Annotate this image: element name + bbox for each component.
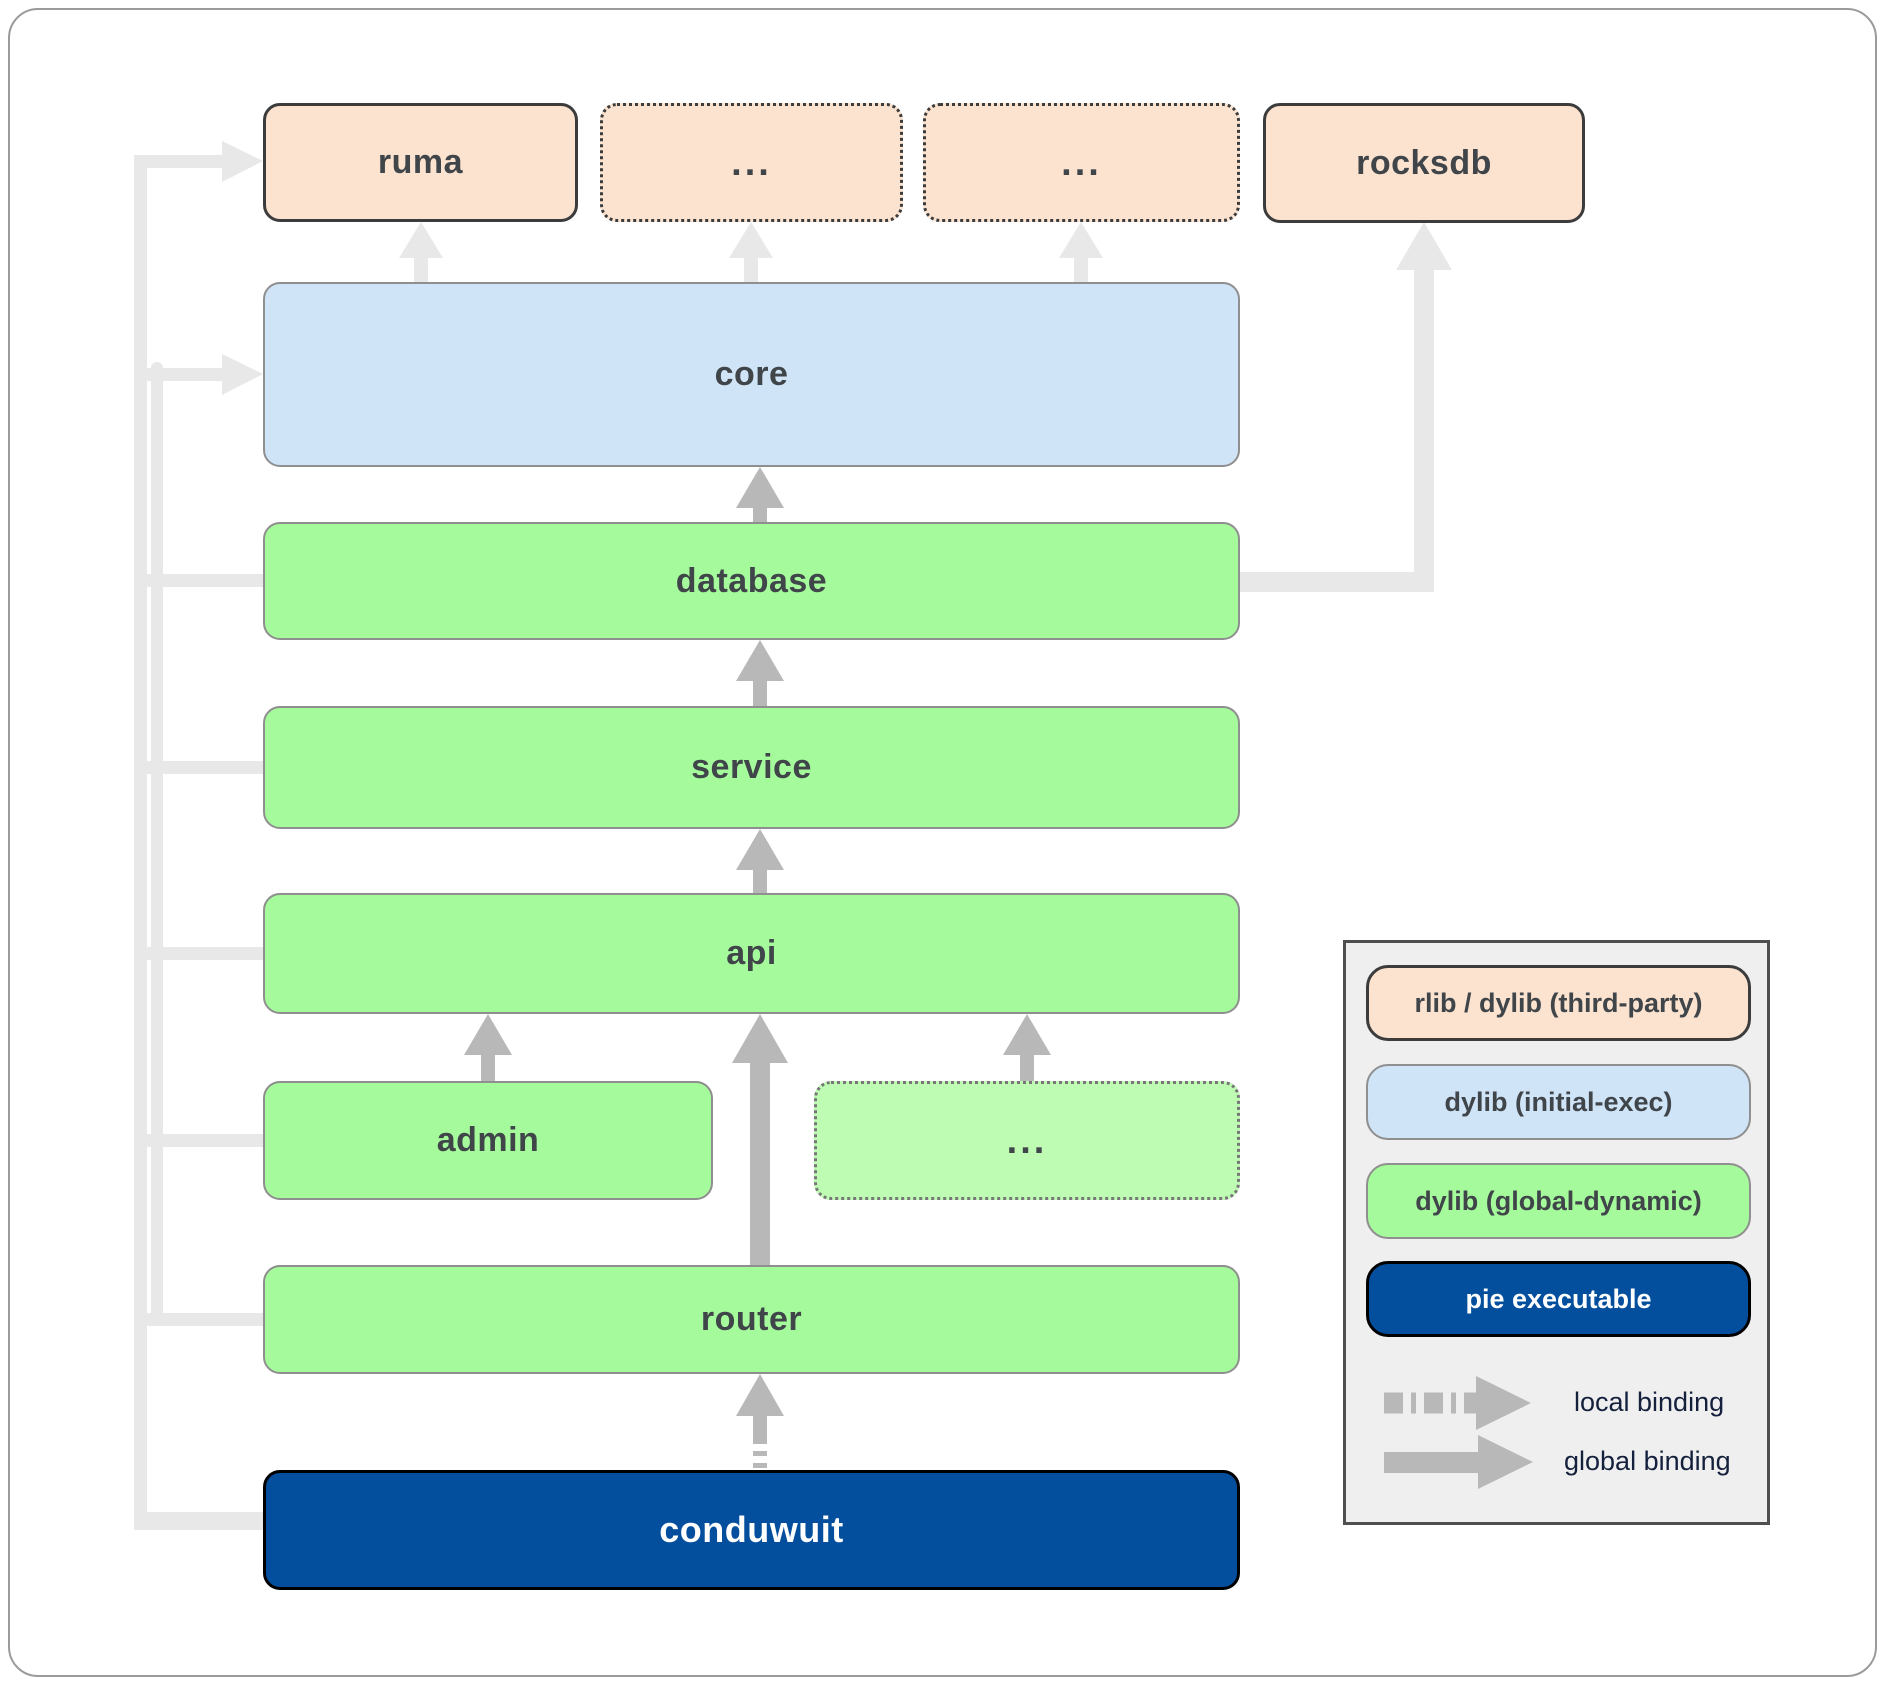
shaft-admin-to-api: [481, 1053, 495, 1081]
legend-item-global-dynamic: dylib (global-dynamic): [1366, 1163, 1751, 1239]
legend-panel: rlib / dylib (third-party) dylib (initia…: [1343, 940, 1770, 1525]
branch-to-core: [134, 368, 224, 381]
stub-to-api: [147, 947, 263, 960]
trunk-vertical-outer: [134, 155, 147, 1530]
legend-item-third-party: rlib / dylib (third-party): [1366, 965, 1751, 1041]
node-conduwuit: conduwuit: [263, 1470, 1240, 1590]
arrowhead-database-to-core: [736, 467, 784, 508]
global-binding-arrows: [464, 467, 1051, 1470]
stub-to-database: [147, 574, 263, 587]
trunk-vertical-inner: [151, 362, 163, 1320]
stub-to-admin: [147, 1134, 263, 1147]
shaft-router-to-api: [750, 1061, 770, 1265]
node-service: service: [263, 706, 1240, 829]
arrowhead-service-to-database: [736, 640, 784, 681]
arrowhead-to-ruma: [222, 141, 263, 182]
branch-to-ruma: [134, 155, 224, 168]
shaft-database-to-rocksdb: [1414, 266, 1434, 586]
node-api: api: [263, 893, 1240, 1014]
node-router: router: [263, 1265, 1240, 1374]
elbow-horizontal: [1240, 572, 1434, 592]
global-binding-arrowhead: [1478, 1435, 1533, 1489]
node-rocksdb: rocksdb: [1263, 103, 1585, 223]
legend-binding-arrows: [1384, 1376, 1533, 1489]
shaft-core-to-more2: [1074, 256, 1088, 284]
core-third-party-arrows: [399, 222, 1103, 284]
local-binding-arrowhead: [1476, 1376, 1531, 1430]
arrowhead-more-to-api: [1003, 1014, 1051, 1055]
arrowhead-to-core: [222, 354, 263, 395]
node-core: core: [263, 282, 1240, 467]
shaft-database-to-core: [753, 506, 767, 522]
node-admin: admin: [263, 1081, 713, 1200]
arrowhead-core-to-more1: [729, 222, 773, 258]
arrowhead-admin-to-api: [464, 1014, 512, 1055]
node-api-more: ...: [814, 1081, 1240, 1200]
stub-to-service: [147, 761, 263, 774]
global-binding-label: global binding: [1564, 1446, 1731, 1476]
arrowhead-api-to-service: [736, 829, 784, 870]
shaft-service-to-database: [753, 679, 767, 706]
node-database: database: [263, 522, 1240, 640]
arrowhead-router-to-api: [732, 1014, 788, 1063]
arrowhead-core-to-more2: [1059, 222, 1103, 258]
shaft-more-to-api: [1020, 1053, 1034, 1081]
global-binding-shaft: [1384, 1452, 1478, 1473]
global-binding-arrow: [1384, 1435, 1533, 1489]
node-third-party-more-2: ...: [923, 103, 1240, 222]
stub-from-conduwuit: [134, 1512, 263, 1530]
shaft-core-to-ruma: [414, 256, 428, 284]
arrowhead-database-to-rocksdb: [1396, 222, 1452, 270]
trunk-conduwuit-bindings: [134, 141, 263, 1530]
local-binding-label: local binding: [1574, 1387, 1725, 1417]
shaft-core-to-more1: [744, 256, 758, 284]
arrowhead-conduwuit-to-router: [736, 1374, 784, 1416]
database-rocksdb-arrow: [1240, 222, 1452, 592]
shaft-api-to-service: [753, 868, 767, 893]
stub-to-router: [147, 1313, 263, 1326]
legend-item-initial-exec: dylib (initial-exec): [1366, 1064, 1751, 1140]
local-binding-arrow: [1384, 1376, 1531, 1430]
node-third-party-more-1: ...: [600, 103, 903, 222]
legend-item-pie-executable: pie executable: [1366, 1261, 1751, 1337]
node-ruma: ruma: [263, 103, 578, 222]
arrowhead-core-to-ruma: [399, 222, 443, 258]
